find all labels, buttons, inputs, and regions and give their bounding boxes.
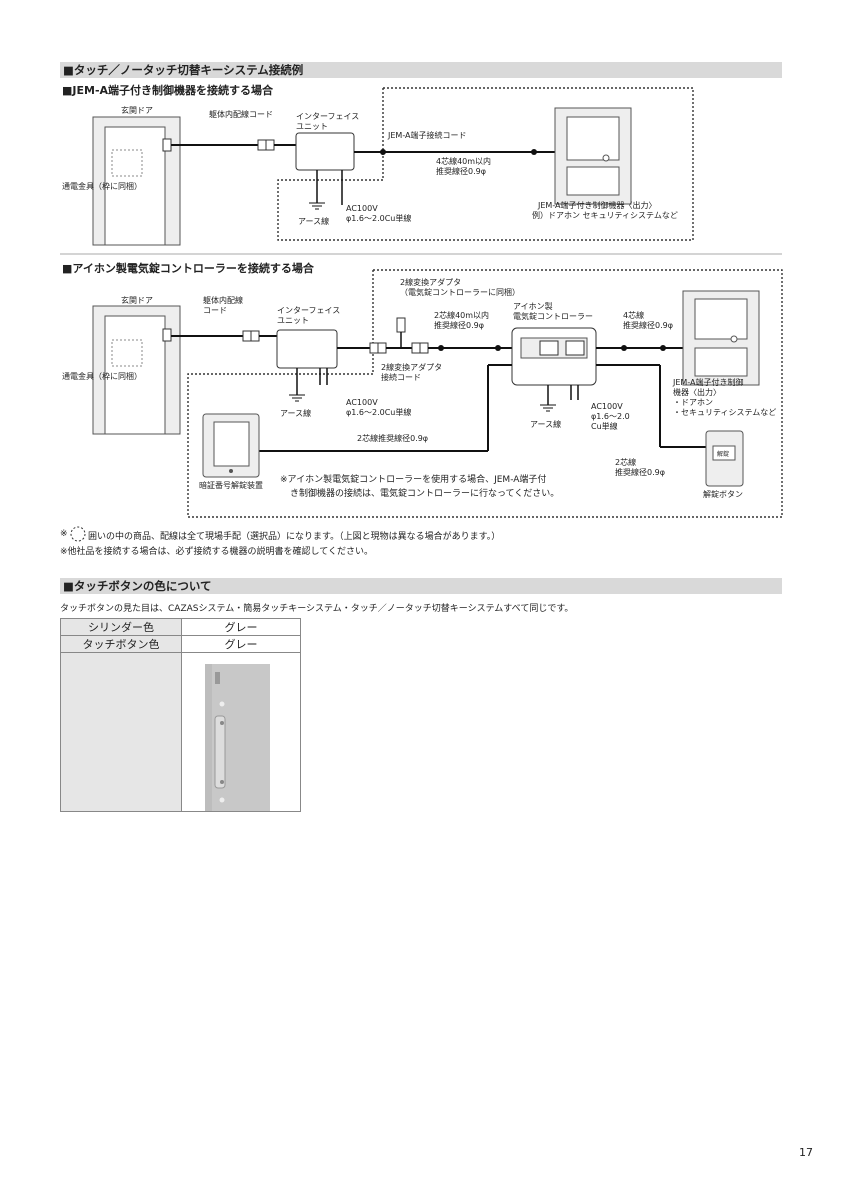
door-panel-1 — [104, 126, 166, 246]
dotted-circle-icon — [70, 526, 86, 542]
door-label-2: 玄関ドア — [121, 296, 153, 305]
table-cell-label: タッチボタン色 — [60, 635, 182, 653]
color-table: シリンダー色 グレー タッチボタン色 グレー — [60, 618, 301, 812]
diagram2-note-a: ※アイホン製電気錠コントローラーを使用する場合、JEM-A端子付 — [280, 475, 547, 485]
wire-label-5a: 2芯線 — [615, 458, 637, 467]
diagram2-graphics — [92, 269, 783, 518]
ac-label-1b: φ1.6～2.0Cu単線 — [346, 214, 412, 223]
ac-label-1a: AC100V — [346, 204, 378, 213]
table-cell-empty — [60, 652, 182, 812]
diagram1-title: ■JEM-A端子付き制御機器を接続する場合 — [62, 84, 274, 97]
door-panel-2 — [104, 315, 166, 435]
ac-label-3c: Cu単線 — [591, 422, 618, 431]
diagram2-title: ■アイホン製電気錠コントローラーを接続する場合 — [62, 262, 314, 275]
fitting-label-2: 通電金具（枠に同梱） — [62, 372, 142, 381]
device-label-2b: 機器〈出力〉 — [673, 388, 721, 397]
device-label-1b: 例）ドアホン セキュリティシステムなど — [532, 211, 678, 220]
wire-label-3b: 推奨線径0.9φ — [623, 321, 673, 330]
diagram2-note-b: き制御機器の接続は、電気錠コントローラーに行なってください。 — [290, 489, 560, 499]
fitting-label-1: 通電金具（枠に同梱） — [62, 182, 142, 191]
body-cord-label-2a: 躯体内配線 — [203, 296, 243, 305]
earth-label-2: アース線 — [280, 409, 312, 418]
table-cell-value: グレー — [181, 635, 301, 653]
table-row: タッチボタン色 グレー — [60, 635, 301, 653]
wire-label-2a: 2芯線40m以内 — [434, 311, 490, 320]
wire-label-5b: 推奨線径0.9φ — [615, 468, 665, 477]
dotted-enclosure-2 — [187, 269, 783, 518]
adapter-cord-label-b: 接続コード — [381, 373, 421, 382]
ac-label-3b: φ1.6～2.0 — [591, 412, 630, 421]
aiphone-label-a: アイホン製 — [513, 302, 553, 311]
aiphone-label-b: 電気錠コントローラー — [513, 312, 593, 321]
ac-label-3a: AC100V — [591, 402, 623, 411]
adapter-label-a: 2線変換アダプタ — [400, 278, 462, 287]
earth-label-3: アース線 — [530, 420, 562, 429]
pin-device-label: 暗証番号解錠装置 — [199, 481, 263, 490]
section-title-connection: ■タッチ／ノータッチ切替キーシステム接続例 — [60, 62, 782, 78]
table-cell-photo — [181, 652, 301, 812]
wire-label-1a: 4芯線40m以内 — [436, 157, 492, 166]
ac-label-2a: AC100V — [346, 398, 378, 407]
interface-label-1a: インターフェイス — [296, 112, 360, 121]
device-label-2d: ・セキュリティシステムなど — [673, 408, 777, 417]
body-cord-label-2b: コード — [203, 306, 227, 315]
table-cell-value: グレー — [181, 618, 301, 636]
interface-label-1b: ユニット — [296, 122, 328, 131]
wire-label-2b: 推奨線径0.9φ — [434, 321, 484, 330]
wire-label-1b: 推奨線径0.9φ — [436, 167, 486, 176]
interface-label-2b: ユニット — [277, 316, 309, 325]
device-label-2a: JEM-A端子付き制御 — [673, 378, 744, 387]
note-1: 囲いの中の商品、配線は全て現場手配（選択品）になります。（上図と現物は異なる場合… — [88, 532, 501, 542]
page-number: 17 — [799, 1146, 813, 1159]
section-title-button-color: ■タッチボタンの色について — [60, 578, 782, 594]
ac-label-2b: φ1.6～2.0Cu単線 — [346, 408, 412, 417]
earth-label-1: アース線 — [298, 217, 330, 226]
section2-description: タッチボタンの見た目は、CAZASシステム・簡易タッチキーシステム・タッチ／ノー… — [60, 604, 574, 614]
wire-label-4: 2芯線推奨線径0.9φ — [357, 434, 429, 443]
note-1-mark: ※ — [60, 529, 68, 539]
adapter-cord-label-a: 2線変換アダプタ — [381, 363, 443, 372]
interface-label-2a: インターフェイス — [277, 306, 341, 315]
unlock-button-label: 解錠ボタン — [703, 490, 743, 499]
device-label-1a: JEM-A端子付き制御機器〈出力〉 — [538, 201, 657, 210]
door-label-1: 玄関ドア — [121, 106, 153, 115]
body-cord-label-1: 躯体内配線コード — [209, 110, 273, 119]
jem-cord-label: JEM-A端子接続コード — [388, 131, 467, 140]
adapter-label-b: （電気錠コントローラーに同梱） — [400, 288, 520, 297]
diagram1-graphics — [92, 87, 694, 246]
dotted-enclosure-1 — [277, 87, 694, 241]
note-2: ※他社品を接続する場合は、必ず接続する機器の説明書を確認してください。 — [60, 547, 374, 557]
table-row: シリンダー色 グレー — [60, 618, 301, 636]
interface-unit-1 — [295, 132, 355, 171]
wire-label-3a: 4芯線 — [623, 311, 645, 320]
unlock-key-label: 解錠 — [717, 451, 730, 458]
table-cell-label: シリンダー色 — [60, 618, 182, 636]
adapter — [396, 317, 406, 333]
device-label-2c: ・ドアホン — [673, 398, 713, 407]
interface-unit-2 — [276, 329, 338, 369]
table-row — [60, 652, 301, 812]
